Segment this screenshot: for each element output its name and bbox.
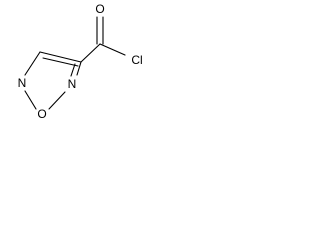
ring-oxygen-label: O	[37, 107, 46, 121]
bond-n-left-o	[24, 90, 37, 110]
bond-c3-carbonyl-c	[80, 43, 101, 63]
acyl-chloride-bonds	[80, 16, 126, 63]
bond-carbonyl-c-cl	[99, 43, 126, 56]
bond-c4-c3	[39, 51, 82, 63]
bond-c4-n-left	[24, 51, 41, 76]
bond-c4-c3-inner	[42, 57, 79, 67]
ring-nitrogen-right-label: N	[68, 77, 77, 91]
ring-bonds	[24, 51, 82, 110]
structure-diagram: O Cl N N O	[18, 2, 143, 121]
atom-labels: O Cl N N O	[18, 2, 143, 121]
chlorine-label: Cl	[131, 53, 142, 67]
ring-nitrogen-left-label: N	[18, 76, 27, 90]
bond-n-right-c3	[76, 61, 82, 76]
carbonyl-oxygen-label: O	[95, 2, 104, 16]
bond-n-right-c3-inner	[70, 63, 76, 77]
bond-o-n-right	[48, 91, 66, 110]
